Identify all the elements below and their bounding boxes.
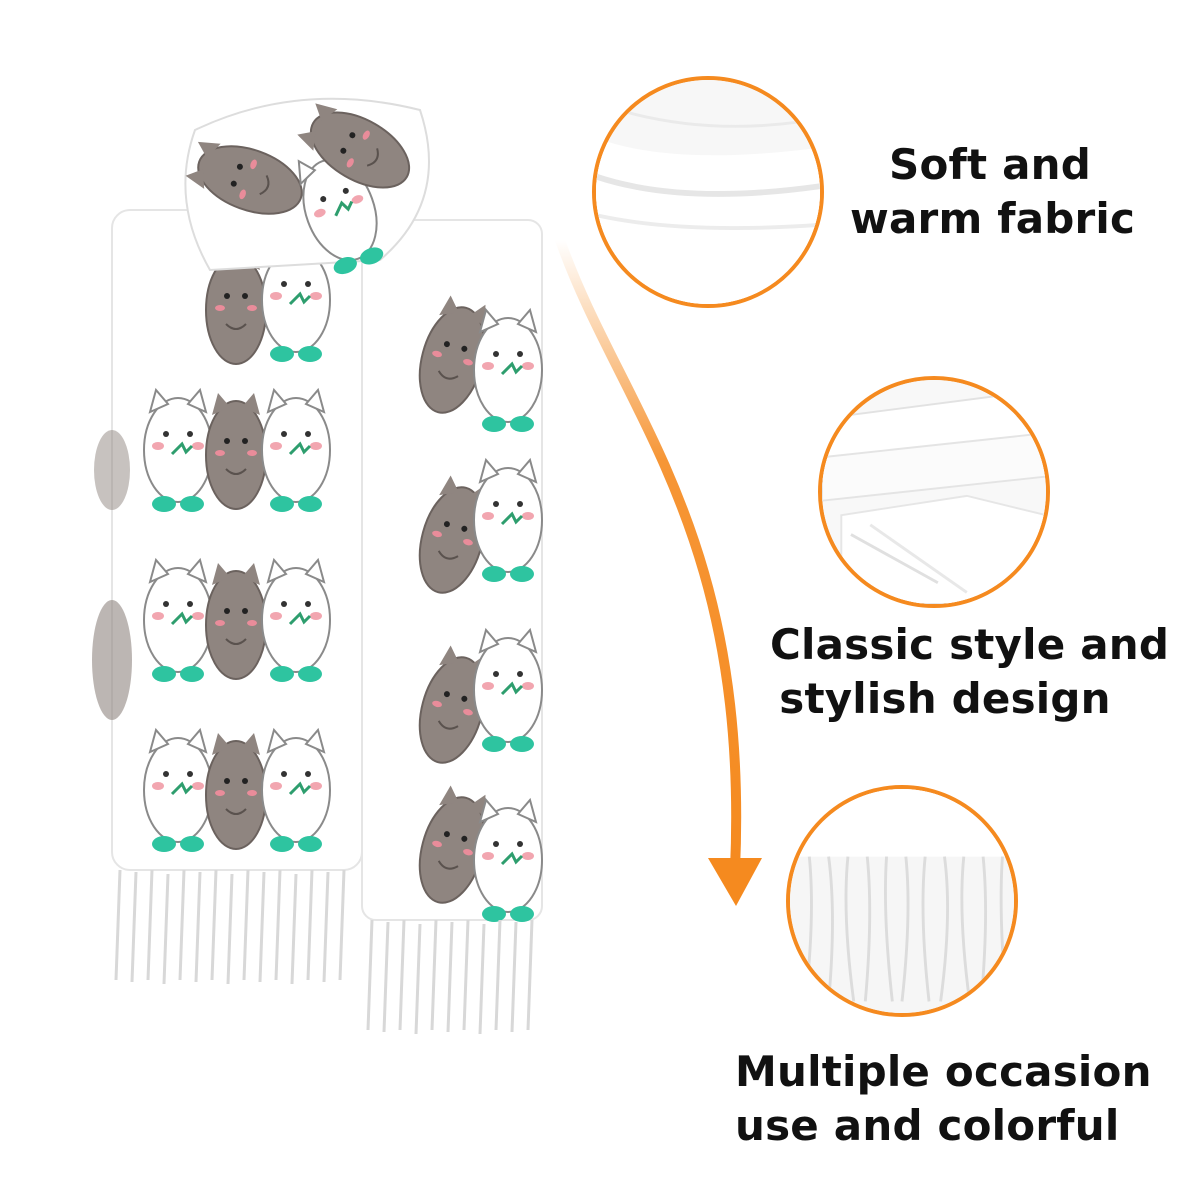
feature-caption-classic-style: Classic style and stylish design [770, 618, 1170, 726]
caption-line: stylish design [779, 674, 1111, 723]
caption-line: Multiple occasion [735, 1047, 1152, 1096]
flow-arrow [555, 235, 762, 906]
caption-line: Soft and [889, 140, 1091, 189]
caption-line: use and colorful [735, 1101, 1120, 1150]
caption-line: Classic style and [770, 620, 1170, 669]
folded-fabric-closeup-image [818, 376, 1050, 608]
caption-line: warm fabric [850, 194, 1136, 243]
fringe-tassel-closeup-image [786, 785, 1018, 1017]
soft-fabric-closeup-image [592, 76, 824, 308]
feature-caption-soft-fabric: Soft and warm fabric [850, 138, 1136, 246]
feature-caption-multiple-occasion: Multiple occasion use and colorful [735, 1045, 1152, 1153]
